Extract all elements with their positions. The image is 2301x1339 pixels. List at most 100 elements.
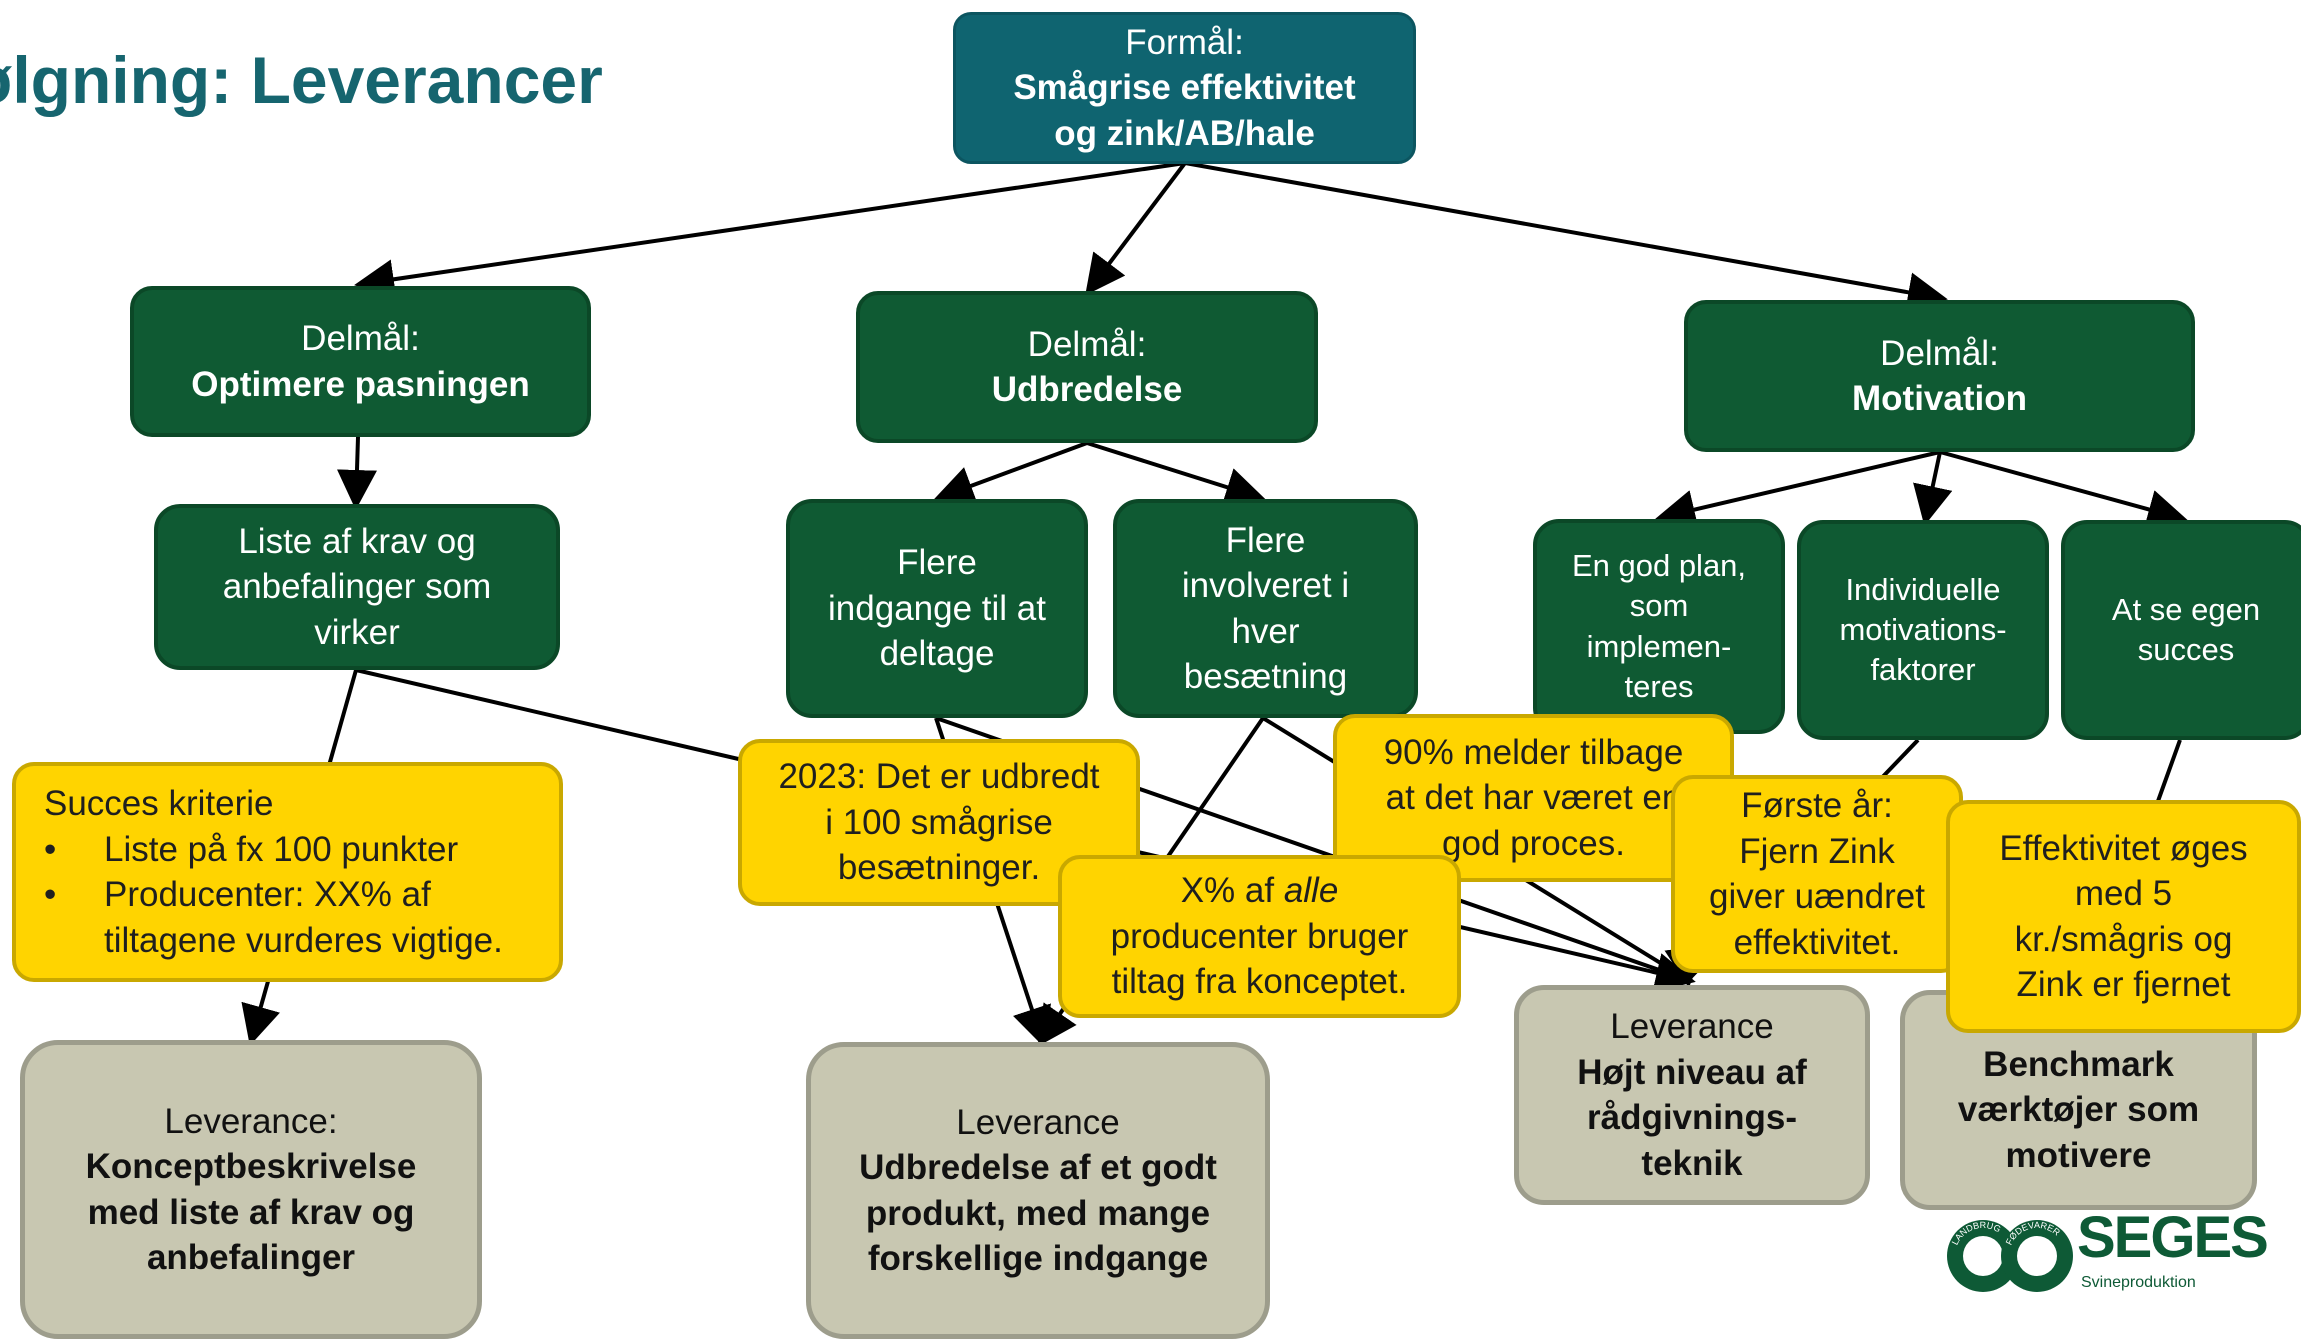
deliverable-prefix: Leverance: [956, 1102, 1120, 1142]
activity-god-plan: En god plan, som implemen- teres: [1533, 519, 1785, 734]
bullet-icon: •: [44, 829, 57, 869]
edge-goal-motivation: [1184, 161, 1948, 313]
activity-line: Liste af krav og: [238, 521, 476, 561]
goal-label-line1: Smågrise effektivitet: [1013, 68, 1356, 108]
deliverable-line: produkt, med mange: [865, 1193, 1211, 1233]
delmaal-label: Optimere pasningen: [191, 364, 530, 404]
delmaal-prefix: Delmål:: [301, 319, 420, 358]
criteria-line: Zink er fjernet: [2016, 965, 2231, 1004]
delmaal-prefix: Delmål:: [1027, 324, 1147, 364]
criteria-line: Fjern Zink: [1739, 831, 1895, 871]
activity-line: teres: [1624, 668, 1694, 704]
edge-optimere-liste: [336, 436, 377, 510]
activity-line: som: [1629, 588, 1689, 624]
criteria-succes: Succes kriterie • Liste på fx 100 punkte…: [12, 762, 563, 982]
criteria-line: 90% melder tilbage: [1383, 732, 1684, 772]
edge-goal-optimere: [354, 161, 1186, 300]
activity-individuelle: Individuelle motivations- faktorer: [1797, 520, 2049, 740]
activity-line: indgange til at: [828, 588, 1046, 628]
criteria-item: • Liste på fx 100 punkter: [44, 827, 458, 873]
activity-line: deltage: [879, 634, 995, 674]
criteria-line: god proces.: [1442, 823, 1625, 863]
activity-line: anbefalinger som: [222, 567, 492, 607]
criteria-heading: Succes kriterie: [44, 784, 274, 823]
criteria-alle: X% af alle producenter bruger tiltag fra…: [1058, 855, 1461, 1018]
criteria-effektivitet: Effektivitet øges med 5 kr./smågris og Z…: [1946, 800, 2301, 1033]
activity-line: involveret i: [1181, 566, 1350, 605]
criteria-line: giver uændret: [1709, 877, 1925, 916]
delmaal-label: Motivation: [1852, 379, 2027, 418]
criteria-line: kr./smågris og: [2014, 919, 2233, 959]
seges-logo: LANDBRUG FØDEVARER SEGES Svineproduktion: [1945, 1205, 2269, 1300]
activity-line: besætning: [1183, 657, 1348, 696]
deliverable-koncept: Leverance: Konceptbeskrivelse med liste …: [20, 1040, 482, 1339]
criteria-item-text: tiltagene vurderes vigtige.: [104, 920, 503, 960]
activity-line: faktorer: [1870, 652, 1976, 688]
seges-logo-rings-icon: LANDBRUG FØDEVARER: [1947, 1220, 2073, 1292]
edge-motivation-god-plan: [1655, 450, 1941, 530]
activity-liste: Liste af krav og anbefalinger som virker: [154, 504, 560, 670]
delmaal-prefix: Delmål:: [1880, 333, 1999, 373]
activity-line: implemen-: [1586, 628, 1732, 664]
edge-udbredelse-flere-indgange: [933, 441, 1088, 505]
deliverable-line: anbefalinger: [146, 1238, 356, 1277]
deliverable-prefix: Leverance:: [164, 1101, 338, 1141]
deliverable-line: rådgivnings-: [1586, 1098, 1798, 1137]
deliverable-line: Konceptbeskrivelse: [85, 1147, 417, 1186]
deliverable-prefix: Leverance: [1610, 1007, 1774, 1046]
criteria-line: tiltag fra konceptet.: [1111, 962, 1408, 1002]
logo-subtitle: Svineproduktion: [2081, 1274, 2196, 1291]
activity-line: hver: [1231, 611, 1300, 651]
deliverable-raadgivning: Leverance Højt niveau af rådgivnings- te…: [1514, 985, 1870, 1205]
goal-prefix: Formål:: [1125, 22, 1244, 62]
criteria-item-text: Liste på fx 100 punkter: [104, 829, 459, 869]
criteria-line: Første år:: [1741, 786, 1893, 825]
goal-label-line2: og zink/AB/hale: [1054, 113, 1315, 153]
criteria-item: • Producenter: XX% af: [44, 872, 431, 918]
activity-line: En god plan,: [1571, 547, 1747, 583]
deliverable-udbredelse: Leverance Udbredelse af et godt produkt,…: [806, 1042, 1270, 1339]
criteria-line: besætninger.: [837, 848, 1041, 888]
delmaal-label: Udbredelse: [991, 370, 1183, 409]
activity-flere-indgange: Flere indgange til at deltage: [786, 499, 1088, 718]
activity-flere-involveret: Flere involveret i hver besætning: [1113, 499, 1418, 718]
edge-motivation-individuelle: [1913, 451, 1953, 526]
bullet-icon: •: [44, 875, 57, 914]
activity-line: succes: [2137, 632, 2235, 667]
goal-box: Formål: Smågrise effektivitet og zink/AB…: [953, 12, 1416, 164]
edge-goal-udbredelse: [1085, 161, 1187, 296]
delmaal-motivation: Delmål: Motivation: [1684, 300, 2195, 452]
deliverable-line: motivere: [2005, 1135, 2152, 1175]
activity-line: motivations-: [1839, 611, 2007, 647]
criteria-line: effektivitet.: [1733, 922, 1901, 962]
deliverable-line: forskellige indgange: [867, 1239, 1209, 1278]
activity-line: Individuelle: [1845, 571, 2001, 607]
activity-line: virker: [314, 612, 400, 652]
criteria-melder: 90% melder tilbage at det har været en g…: [1333, 714, 1734, 882]
activity-egen-succes: At se egen succes: [2061, 520, 2301, 740]
criteria-line: producenter bruger: [1110, 916, 1409, 956]
deliverable-line: med liste af krav og: [87, 1192, 415, 1232]
deliverable-line: værktøjer som: [1957, 1090, 2200, 1130]
bullet-spacer: [44, 918, 104, 964]
criteria-line: 2023: Det er udbredt: [778, 757, 1100, 797]
edge-motivation-egen-succes: [1939, 450, 2188, 529]
delmaal-udbredelse: Delmål: Udbredelse: [856, 291, 1318, 443]
criteria-alle-em: alle: [1283, 871, 1339, 911]
deliverable-line: teknik: [1641, 1143, 1743, 1183]
deliverable-line: Benchmark: [1983, 1044, 2174, 1084]
criteria-item: tiltagene vurderes vigtige.: [44, 918, 503, 964]
deliverable-line: Højt niveau af: [1577, 1052, 1807, 1092]
criteria-line: med 5: [2074, 874, 2173, 913]
deliverable-line: Udbredelse af et godt: [859, 1148, 1217, 1187]
criteria-alle-before: X% af: [1180, 871, 1284, 911]
criteria-line: at det har været en: [1385, 778, 1682, 818]
delmaal-optimere: Delmål: Optimere pasningen: [130, 286, 591, 437]
activity-line: Flere: [1225, 520, 1306, 560]
criteria-line: i 100 smågrise: [825, 802, 1053, 842]
criteria-line: Effektivitet øges: [1999, 828, 2248, 868]
activity-line: At se egen: [2111, 591, 2261, 627]
activity-line: Flere: [897, 543, 977, 583]
criteria-foerste: Første år: Fjern Zink giver uændret effe…: [1671, 775, 1963, 973]
edge-udbredelse-flere-involveret: [1086, 441, 1266, 507]
